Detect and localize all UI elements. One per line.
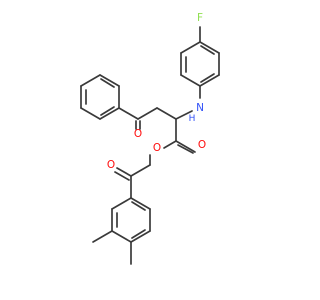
- bond: [92, 230, 113, 243]
- bond: [130, 230, 151, 243]
- bond: [200, 45, 215, 55]
- bond: [175, 110, 193, 120]
- ketone-oxygen-bottom: O: [107, 159, 115, 171]
- bond-layer: [80, 26, 220, 265]
- bond: [199, 74, 220, 87]
- bond: [180, 74, 201, 87]
- ketone-oxygen-top: O: [134, 128, 142, 140]
- amine-hydrogen: H: [189, 114, 196, 124]
- atom-label-layer: F N H O O O O: [107, 12, 206, 171]
- ester-oxygen: O: [153, 142, 161, 154]
- nitrogen-atom: N: [196, 102, 204, 114]
- molecule-canvas: F N H O O O O: [80, 12, 220, 265]
- bond: [131, 201, 146, 211]
- bond: [199, 41, 220, 54]
- bond: [100, 106, 115, 116]
- bond: [99, 74, 120, 87]
- bond: [116, 167, 132, 177]
- bond: [114, 171, 130, 181]
- bond: [99, 107, 120, 120]
- fluorine-atom: F: [197, 12, 203, 24]
- bond: [131, 229, 146, 239]
- bond: [137, 107, 158, 120]
- bond: [118, 107, 139, 120]
- molecule-structure: F N H O O O O: [80, 12, 220, 265]
- bond: [80, 107, 101, 120]
- bond: [156, 107, 177, 120]
- bond: [130, 164, 151, 177]
- bond: [130, 197, 151, 210]
- bond: [100, 78, 115, 88]
- bond: [180, 41, 201, 54]
- bond: [177, 144, 194, 154]
- bond: [111, 197, 132, 210]
- bond: [175, 140, 196, 153]
- bond: [163, 140, 177, 149]
- bond: [111, 230, 132, 243]
- ester-carbonyl-oxygen: O: [198, 139, 206, 151]
- bond: [80, 74, 101, 87]
- bond: [200, 73, 215, 83]
